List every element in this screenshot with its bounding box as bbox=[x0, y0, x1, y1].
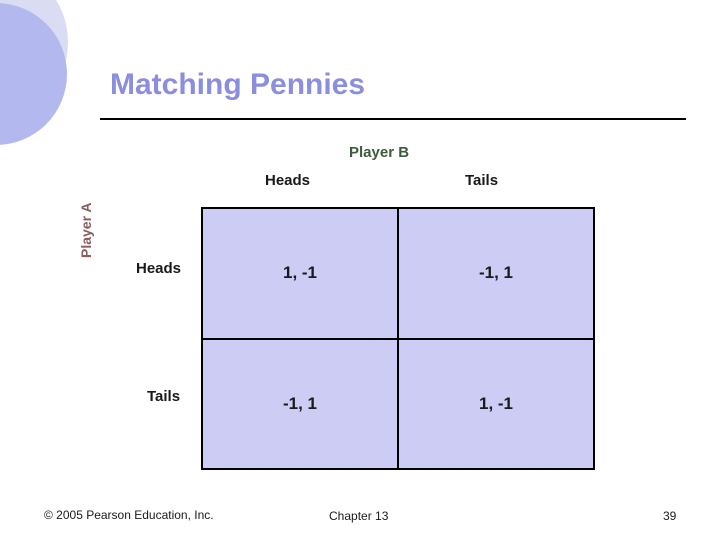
title-divider bbox=[100, 118, 686, 120]
payoff-cell-tails-tails: 1, -1 bbox=[397, 337, 595, 470]
payoff-cell-heads-tails: -1, 1 bbox=[397, 207, 595, 340]
table-row: 1, -1 -1, 1 bbox=[201, 207, 595, 340]
footer-page-number: 39 bbox=[663, 509, 677, 523]
column-player-label: Player B bbox=[349, 144, 410, 161]
page-title: Matching Pennies bbox=[110, 68, 366, 101]
table-row: -1, 1 1, -1 bbox=[201, 337, 595, 470]
column-header-heads: Heads bbox=[265, 172, 311, 189]
payoff-matrix: 1, -1 -1, 1 -1, 1 1, -1 bbox=[201, 207, 595, 470]
row-player-label: Player A bbox=[78, 202, 94, 258]
payoff-cell-tails-heads: -1, 1 bbox=[201, 337, 399, 470]
footer-copyright: © 2005 Pearson Education, Inc. bbox=[44, 508, 214, 522]
row-header-tails: Tails bbox=[147, 388, 181, 405]
footer-chapter: Chapter 13 bbox=[329, 509, 389, 523]
column-header-tails: Tails bbox=[465, 172, 499, 189]
payoff-cell-heads-heads: 1, -1 bbox=[201, 207, 399, 340]
row-header-heads: Heads bbox=[136, 260, 182, 277]
